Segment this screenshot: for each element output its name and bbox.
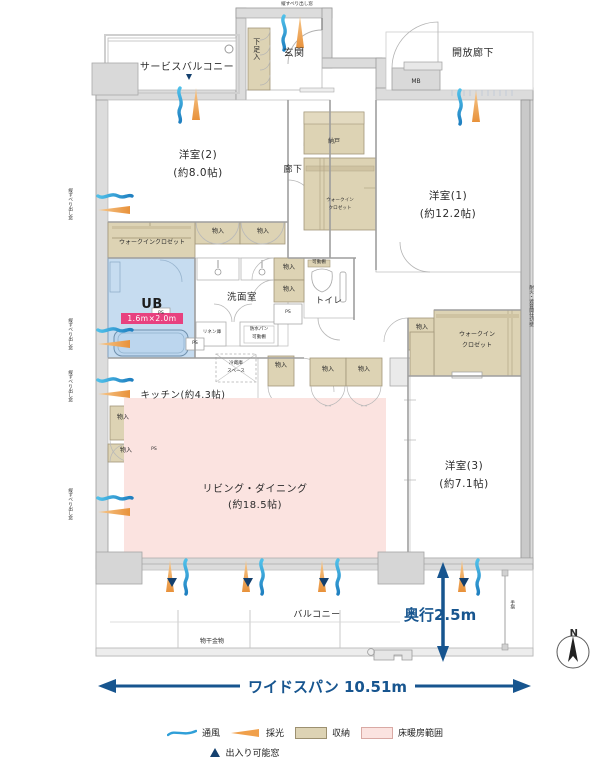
legend: 通風 採光 収納 床暖房範囲 出入り可能窓 <box>0 726 610 759</box>
label-casement-w4: 縦すべり出し窓 <box>67 488 73 521</box>
label-living-dining: リビング・ダイニング <box>202 484 308 495</box>
nando-wic-area <box>303 111 377 231</box>
label-movable-shelf-toilet: 可動棚 <box>312 260 326 265</box>
label-service-balcony: サービスバルコニー <box>139 62 235 73</box>
legend-daylight: 採光 <box>230 726 284 739</box>
legend-floor-heating: 床暖房範囲 <box>361 726 443 739</box>
label-wic-center-1: ウォークイン <box>326 198 354 203</box>
label-ps-hall: PS <box>285 310 291 315</box>
legend-ventilation: 通風 <box>166 726 220 739</box>
label-casement-w2: 縦すべり出し窓 <box>67 318 73 351</box>
legend-openable-window: 出入り可能窓 <box>210 746 280 759</box>
label-living-dining-size: (約18.5帖) <box>227 500 283 511</box>
label-closet-hall-b: 物入 <box>282 286 295 293</box>
open-corridor-area <box>385 21 534 96</box>
sanitary-area <box>107 257 355 359</box>
label-western-room-3: 洋室(3) <box>444 460 484 472</box>
label-kitchen: キッチン(約4.3帖) <box>140 390 226 401</box>
label-meter-box: MB <box>411 78 421 85</box>
label-closet-ld-b: 物入 <box>321 366 334 373</box>
label-partition-wall: 耐火・遮音間仕切壁 <box>528 285 534 327</box>
room-western-2 <box>107 99 289 259</box>
label-western-room-1: 洋室(1) <box>428 190 468 202</box>
compass-north-label: N <box>569 628 579 639</box>
label-western-room-1-size: (約12.2帖) <box>419 208 477 220</box>
label-fridge-2: スペース <box>227 369 245 374</box>
label-closet-r2b: 物入 <box>256 228 269 235</box>
dimension-depth: 奥行2.5m <box>404 606 477 624</box>
floor-heating-swatch-icon <box>361 726 394 739</box>
label-western-room-2-size: (約8.0帖) <box>173 167 223 179</box>
interior-walls <box>108 100 521 558</box>
legend-storage-label: 収納 <box>332 729 351 739</box>
dimension-wide-span: ワイドスパン 10.51m <box>240 676 416 697</box>
ventilation-swatch-icon <box>166 729 197 736</box>
label-toilet: トイレ <box>315 296 343 306</box>
legend-daylight-label: 採光 <box>265 729 284 739</box>
label-ps-kitchen: PS <box>151 447 157 452</box>
label-western-room-2: 洋室(2) <box>178 149 218 161</box>
service-balcony-area <box>91 34 240 96</box>
label-linen: リネン庫 <box>202 330 222 335</box>
label-western-room-3-size: (約7.1帖) <box>439 478 489 490</box>
label-movable-shelf: 可動棚 <box>252 335 266 340</box>
label-casement-w3: 縦すべり出し窓 <box>67 370 73 403</box>
ventilation-daylight-arrows <box>96 14 481 596</box>
label-entrance: 玄関 <box>283 48 305 59</box>
label-closet-r2a: 物入 <box>211 228 224 235</box>
label-washer-pan: 防水パン <box>249 327 269 332</box>
label-wic-room3-1: ウォークイン <box>458 331 495 338</box>
label-nando: 納戸 <box>327 138 340 145</box>
label-closet-ld-c: 物入 <box>357 366 370 373</box>
label-fridge-1: 冷蔵庫 <box>229 361 243 366</box>
label-handrail: 手摺 <box>509 600 515 610</box>
label-unit-bath-size: 1.6m×2.0m <box>121 313 183 325</box>
label-laundry-pole: 物干金物 <box>199 638 224 645</box>
legend-ventilation-label: 通風 <box>201 729 220 739</box>
openable-window-triangle-icon <box>210 748 221 757</box>
label-washroom: 洗面室 <box>226 292 257 303</box>
label-wic-room3-2: クロゼット <box>461 342 492 349</box>
label-balcony: バルコニー <box>293 610 341 620</box>
label-casement-w1: 縦すべり出し窓 <box>67 188 73 221</box>
legend-storage: 収納 <box>295 726 350 739</box>
living-dining-area <box>124 398 386 558</box>
label-ps-washroom: PS <box>192 341 198 346</box>
label-open-corridor: 開放廊下 <box>452 48 494 59</box>
label-wic-center-2: クロゼット <box>328 206 352 211</box>
label-casement-window-top: 縦すべり出し窓 <box>281 2 313 7</box>
label-wic-room2: ウォークインクロゼット <box>118 239 185 246</box>
legend-floor-heating-label: 床暖房範囲 <box>398 729 444 739</box>
legend-openable-window-label: 出入り可能窓 <box>225 749 280 759</box>
compass-rose <box>556 635 590 669</box>
label-closet-room3: 物入 <box>415 324 428 331</box>
room-western-1 <box>375 99 522 273</box>
daylight-swatch-icon <box>230 728 259 737</box>
fire-partition-wall <box>520 99 531 559</box>
label-closet-kitchen-b: 物入 <box>119 447 132 454</box>
label-ps-bath: PS <box>158 311 164 316</box>
label-shoe-box: 下足入 <box>252 38 261 61</box>
label-closet-ld-a: 物入 <box>274 362 287 369</box>
label-unit-bath: UB <box>141 297 163 312</box>
label-closet-kitchen-a: 物入 <box>116 414 129 421</box>
label-corridor: 廊下 <box>283 165 303 175</box>
storage-swatch-icon <box>295 726 327 739</box>
label-closet-hall-a: 物入 <box>282 264 295 271</box>
